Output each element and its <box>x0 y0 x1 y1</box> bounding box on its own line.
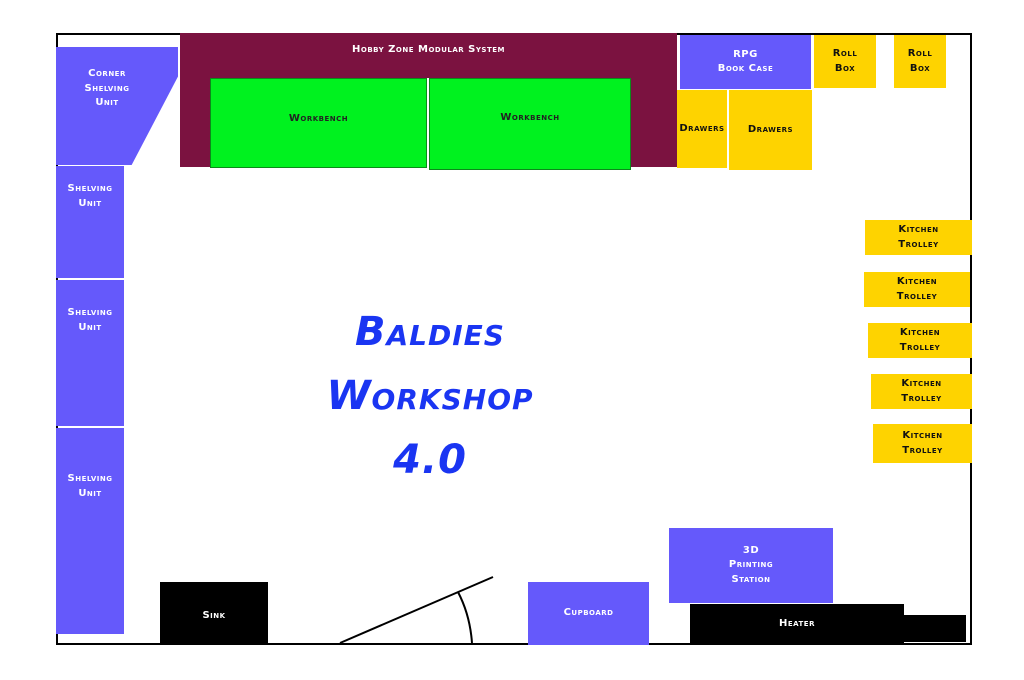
kitchen-trolley-2-label: Kitchen Trolley <box>896 276 938 302</box>
roll-box-2-label: Roll Box <box>907 48 933 74</box>
workshop-title: Baldies Workshop 4.0 <box>326 309 534 483</box>
rpg-book-case: RPG Book Case <box>680 35 811 89</box>
roll-box-1: Roll Box <box>814 35 876 88</box>
cupboard-label: Cupboard <box>563 607 614 619</box>
rpg-book-case-label: RPG Book Case <box>717 48 774 75</box>
shelving-unit-2: Shelving Unit <box>56 280 124 426</box>
shelving-unit-1-label: Shelving Unit <box>67 183 113 209</box>
heater-label: Heater <box>779 618 815 630</box>
drawers-2-label: Drawers <box>747 123 794 135</box>
kitchen-trolley-5-label: Kitchen Trolley <box>902 430 943 456</box>
shelving-unit-3-label: Shelving Unit <box>67 473 113 499</box>
drawers-1-label: Drawers <box>679 122 725 134</box>
3d-printing-station-label: 3D Printing Station <box>728 544 774 585</box>
kitchen-trolley-1-label: Kitchen Trolley <box>898 224 939 250</box>
sink-label: Sink <box>202 610 226 622</box>
workbench-1-label: Workbench <box>288 112 349 124</box>
heater: Heater <box>690 604 904 645</box>
hobby-zone-modular-system: Hobby Zone Modular System <box>180 33 677 78</box>
shelving-unit-3: Shelving Unit <box>56 428 124 634</box>
kitchen-trolley-1: Kitchen Trolley <box>865 220 972 255</box>
3d-printing-station: 3D Printing Station <box>669 528 833 603</box>
corner-shelving-label: Corner Shelving Unit <box>84 68 130 108</box>
hobby-zone-label: Hobby Zone Modular System <box>352 44 505 55</box>
workbench-2-label: Workbench <box>500 111 560 123</box>
workbench-2: Workbench <box>429 78 631 170</box>
shelving-unit-1: Shelving Unit <box>56 166 124 278</box>
drawers-1: Drawers <box>677 90 727 168</box>
shelving-unit-2-label: Shelving Unit <box>67 307 113 333</box>
drawers-2: Drawers <box>729 90 812 170</box>
workbench-1: Workbench <box>210 78 427 168</box>
heater-extension <box>904 615 966 642</box>
roll-box-1-label: Roll Box <box>832 48 858 74</box>
kitchen-trolley-2: Kitchen Trolley <box>864 272 970 307</box>
kitchen-trolley-4: Kitchen Trolley <box>871 374 972 409</box>
cupboard: Cupboard <box>528 582 649 645</box>
kitchen-trolley-4-label: Kitchen Trolley <box>901 378 942 404</box>
kitchen-trolley-3: Kitchen Trolley <box>868 323 972 358</box>
roll-box-2: Roll Box <box>894 35 946 88</box>
kitchen-trolley-5: Kitchen Trolley <box>873 424 972 463</box>
sink: Sink <box>160 582 268 645</box>
kitchen-trolley-3-label: Kitchen Trolley <box>899 327 941 353</box>
